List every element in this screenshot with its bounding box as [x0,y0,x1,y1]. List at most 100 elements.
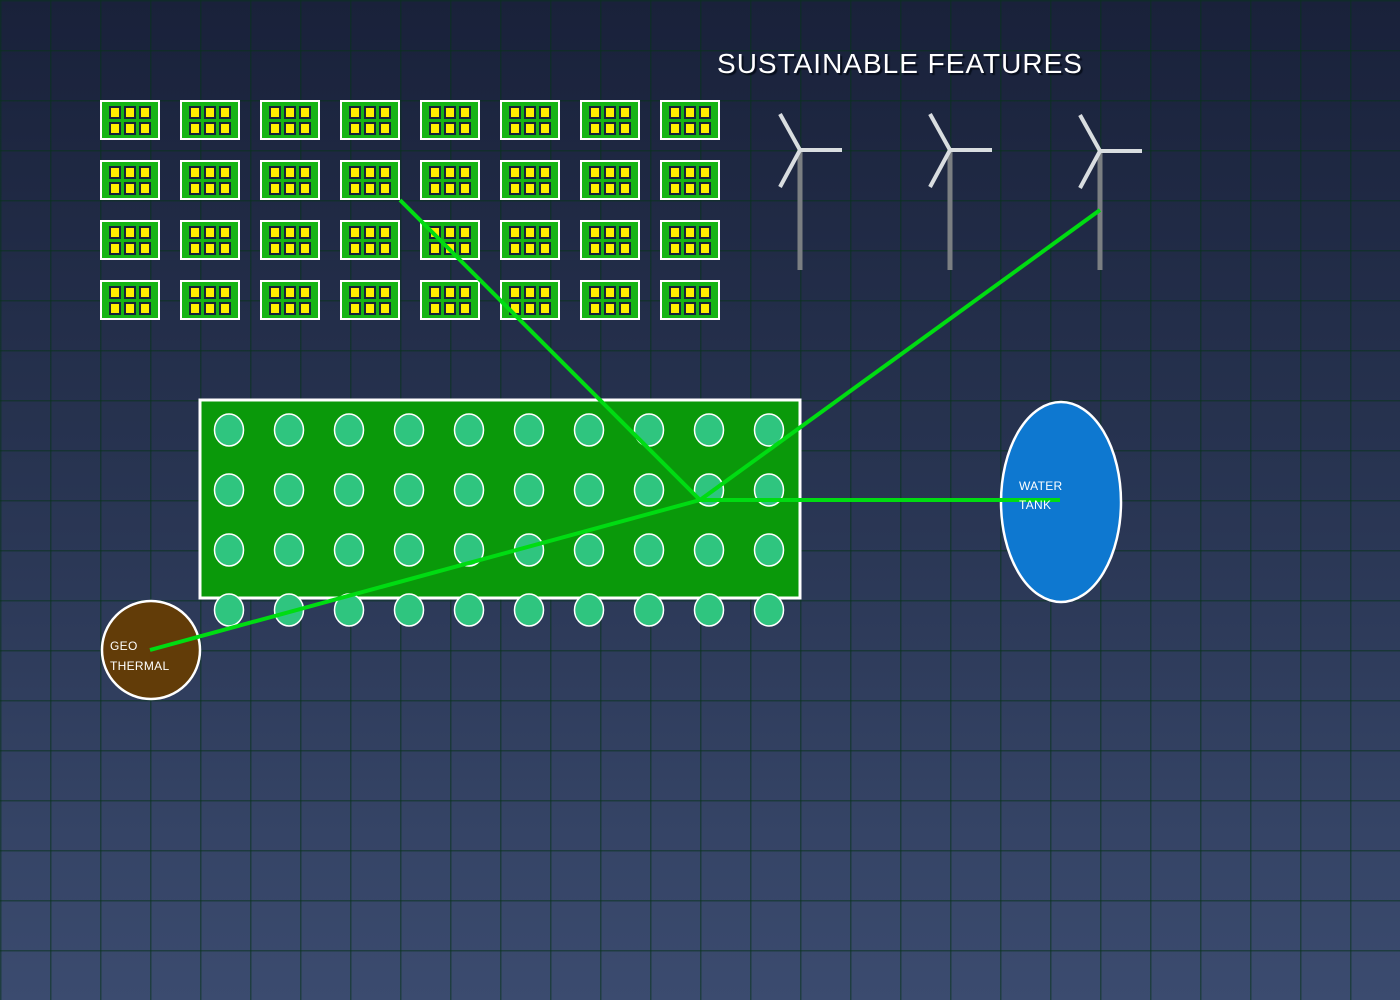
solar-panel[interactable] [660,280,720,320]
solar-panel[interactable] [420,280,480,320]
solar-cell [124,301,136,315]
solar-panel[interactable] [100,160,160,200]
solar-cell [139,301,151,315]
solar-cell [669,301,681,315]
solar-panel[interactable] [100,280,160,320]
wind-turbine[interactable] [778,113,842,270]
solar-cell [669,241,681,255]
solar-cell [379,121,391,135]
solar-cell [364,165,376,179]
solar-cell [509,121,521,135]
solar-cell [604,121,616,135]
solar-panel[interactable] [260,100,320,140]
solar-cell [219,285,231,299]
solar-cell [444,181,456,195]
solar-cell [524,121,536,135]
solar-cell [699,225,711,239]
solar-panel[interactable] [340,280,400,320]
solar-cell [429,285,441,299]
solar-cell [299,121,311,135]
solar-cell [604,241,616,255]
solar-cell [699,181,711,195]
solar-cell [509,181,521,195]
solar-panel[interactable] [340,160,400,200]
solar-cell [669,225,681,239]
solar-panel[interactable] [260,280,320,320]
solar-panel[interactable] [260,160,320,200]
solar-panel[interactable] [180,160,240,200]
solar-cell [299,301,311,315]
turbine-blade [778,149,802,188]
solar-cell [349,241,361,255]
solar-panel[interactable] [660,100,720,140]
solar-panel[interactable] [580,220,640,260]
roof-planting-circle [333,413,365,447]
solar-panel[interactable] [500,160,560,200]
solar-cell [539,241,551,255]
solar-cell [524,225,536,239]
solar-cell [379,181,391,195]
solar-cell [539,181,551,195]
solar-cell [189,241,201,255]
solar-panel[interactable] [260,220,320,260]
solar-cell [459,301,471,315]
solar-panel[interactable] [180,100,240,140]
solar-cell [349,165,361,179]
solar-cell [444,225,456,239]
connection-line-geothermal-to-building[interactable] [149,498,701,652]
solar-cell [269,181,281,195]
solar-cell [619,285,631,299]
connection-line-wind-to-building[interactable] [698,208,1102,502]
solar-cell [459,285,471,299]
solar-panel[interactable] [580,100,640,140]
solar-panel[interactable] [500,220,560,260]
solar-cell [459,241,471,255]
solar-cell [589,285,601,299]
solar-panel[interactable] [660,220,720,260]
roof-planting-circle [753,413,785,447]
solar-cell [379,301,391,315]
solar-cell [684,241,696,255]
solar-cell [364,241,376,255]
solar-panel[interactable] [180,280,240,320]
solar-cell [379,241,391,255]
solar-cell [524,105,536,119]
roof-planting-circle [453,413,485,447]
solar-cell [124,225,136,239]
solar-panel[interactable] [660,160,720,200]
solar-panel[interactable] [340,100,400,140]
solar-cell [379,225,391,239]
solar-cell [109,285,121,299]
solar-cell [589,121,601,135]
solar-cell [589,241,601,255]
solar-panel[interactable] [580,160,640,200]
connection-line-solar-to-building[interactable] [398,198,702,502]
solar-cell [219,301,231,315]
solar-panel[interactable] [500,100,560,140]
solar-cell [669,165,681,179]
turbine-blade [778,113,802,151]
solar-cell [444,285,456,299]
solar-cell [284,301,296,315]
solar-panel[interactable] [180,220,240,260]
solar-cell [204,105,216,119]
solar-cell [509,105,521,119]
solar-panel[interactable] [420,160,480,200]
solar-cell [269,105,281,119]
solar-cell [684,301,696,315]
solar-cell [619,225,631,239]
solar-cell [349,285,361,299]
solar-cell [429,301,441,315]
solar-panel[interactable] [340,220,400,260]
solar-panel[interactable] [580,280,640,320]
wind-turbine[interactable] [928,113,992,270]
solar-panel[interactable] [420,100,480,140]
roof-planting-circle [453,533,485,567]
solar-cell [459,165,471,179]
solar-cell [524,165,536,179]
solar-panel[interactable] [100,220,160,260]
solar-cell [349,301,361,315]
roof-planting-circle [693,593,725,627]
solar-panel[interactable] [100,100,160,140]
solar-cell [669,121,681,135]
